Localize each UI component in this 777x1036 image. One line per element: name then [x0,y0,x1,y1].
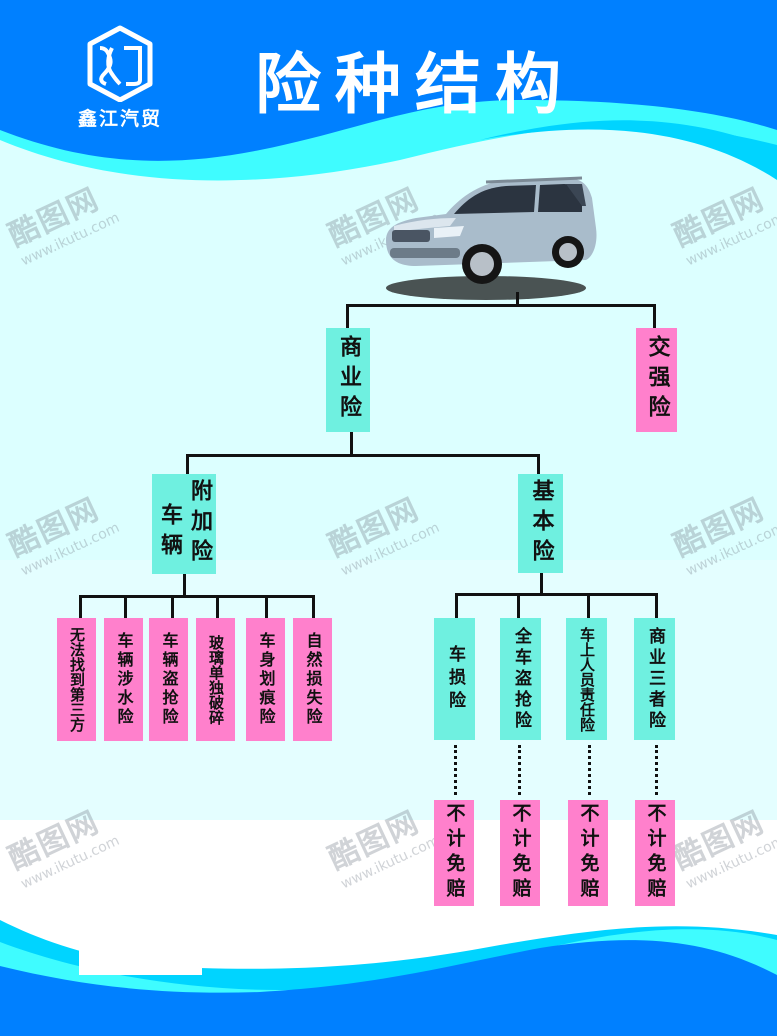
connector-line [312,595,315,618]
node-addon-item[interactable]: 无法找到第三方 [57,618,96,741]
node-label: 车上人员责任险 [578,626,596,732]
node-label: 基本险 [528,478,554,569]
connector-line [516,292,519,307]
car-image-icon [386,176,597,300]
node-deductible-waiver[interactable]: 不计免赔 [568,800,608,906]
node-addon-item[interactable]: 车身划痕险 [246,618,285,741]
node-addon-item[interactable]: 玻璃单独破碎 [196,618,235,741]
node-label: 不计免赔 [644,803,667,903]
node-label: 车辆涉水险 [114,632,134,727]
connector-line [265,595,268,618]
node-basic-item[interactable]: 全车盗抢险 [500,618,541,740]
connector-line [346,304,656,307]
node-label: 自然损失险 [303,632,323,727]
node-basic-item[interactable]: 车损险 [434,618,475,740]
node-label: 车辆盗抢险 [159,632,179,727]
connector-line [171,595,174,618]
dotted-connector [588,745,591,795]
connector-line [216,595,219,618]
node-basic-item[interactable]: 车上人员责任险 [566,618,607,740]
node-label: 不计免赔 [509,803,532,903]
node-deductible-waiver[interactable]: 不计免赔 [500,800,540,906]
connector-line [350,432,353,456]
connector-line [346,304,349,329]
connector-line [517,593,520,618]
connector-line [540,573,543,595]
page-title: 险种结构 [255,46,575,123]
connector-line [183,574,186,597]
dotted-connector [454,745,457,795]
connector-line [186,454,540,457]
node-addon-item[interactable]: 自然损失险 [293,618,332,741]
connector-line [537,454,540,474]
connector-line [455,593,658,596]
node-label: 商业三者险 [645,626,665,732]
node-label: 车辆 [157,503,182,563]
node-deductible-waiver[interactable]: 不计免赔 [434,800,474,906]
node-basic-insurance[interactable]: 基本险 [518,474,563,573]
connector-line [79,595,82,618]
node-label: 全车盗抢险 [511,626,531,732]
node-addon-item[interactable]: 车辆盗抢险 [149,618,188,741]
node-addon-item[interactable]: 车辆涉水险 [104,618,143,741]
node-label: 不计免赔 [443,803,466,903]
node-label: 车损险 [445,644,465,714]
node-label: 玻璃单独破碎 [207,634,225,725]
node-label: 无法找到第三方 [68,627,86,732]
connector-line [653,304,656,329]
brand-logo: 鑫江汽贸 [60,22,180,132]
connector-line [455,593,458,618]
node-label: 交强险 [644,335,670,425]
connector-line [655,593,658,618]
node-basic-item[interactable]: 商业三者险 [634,618,675,740]
connector-line [79,595,315,598]
node-compulsory-insurance[interactable]: 交强险 [636,328,677,432]
node-label: 附加险 [187,479,212,569]
xj-hexagon-logo-icon [87,25,153,103]
node-label: 不计免赔 [577,803,600,903]
connector-line [124,595,127,618]
node-label: 商业险 [336,335,361,425]
connector-line [587,593,590,618]
dotted-connector [518,745,521,795]
connector-line [186,454,189,474]
brand-name: 鑫江汽贸 [77,108,162,130]
node-deductible-waiver[interactable]: 不计免赔 [635,800,675,906]
node-commercial-insurance[interactable]: 商业险 [326,328,370,432]
dotted-connector [655,745,658,795]
node-label: 车身划痕险 [256,632,276,727]
node-vehicle-addon-insurance[interactable]: 车辆 附加险 [152,474,216,574]
